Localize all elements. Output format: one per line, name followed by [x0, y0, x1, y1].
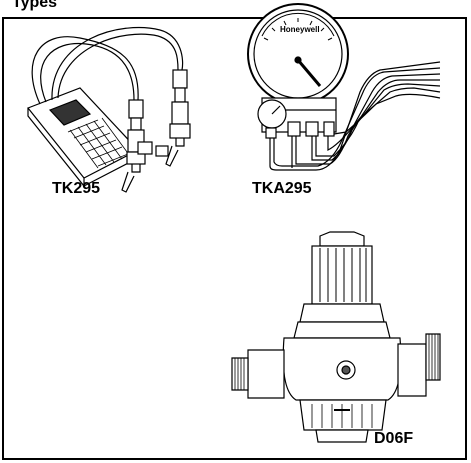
- tka295-illustration: [247, 3, 441, 171]
- section-heading: Types: [12, 0, 58, 11]
- label-tk295: TK295: [52, 180, 101, 197]
- tk295-illustration: [27, 26, 191, 193]
- gauge-brand: Honeywell: [280, 25, 320, 34]
- d06f-illustration: [231, 231, 441, 443]
- figure-frame: [2, 17, 467, 460]
- label-tka295: TKA295: [252, 180, 312, 197]
- label-d06f: D06F: [374, 430, 414, 447]
